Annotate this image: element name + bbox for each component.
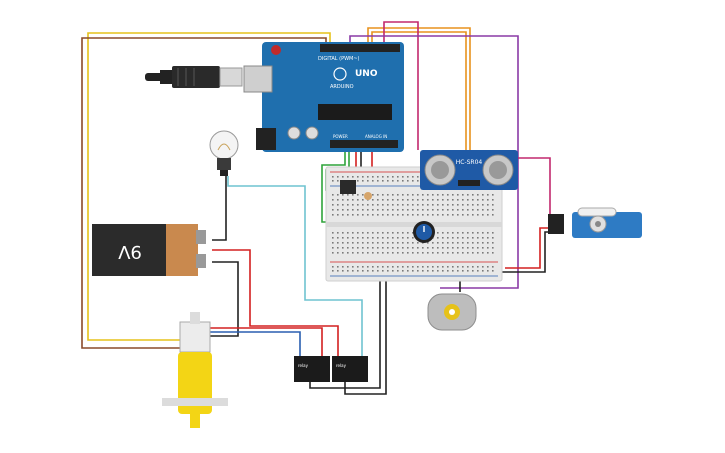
board-brand-label: ARDUINO [330,84,354,90]
small-sensor-module[interactable] [340,180,372,200]
breadboard[interactable] [325,166,503,282]
relay-2-label: relay [336,363,347,368]
wire-black-relay-2[interactable] [344,268,387,395]
wire-black-bulb[interactable] [212,176,227,241]
servo-motor[interactable] [548,207,642,238]
wire-orange-2[interactable] [371,31,467,150]
light-bulb[interactable] [209,130,239,176]
power-header-label: POWER [333,134,348,139]
wire-black-battery[interactable] [208,261,239,337]
wire-red-motor[interactable] [210,327,323,360]
wire-red-battery[interactable] [212,249,339,360]
wire-purple[interactable] [349,35,519,289]
wire-yellow[interactable] [87,32,331,341]
wire-cyan[interactable] [227,176,363,362]
wire-red-servo[interactable] [505,227,552,269]
relay-1-label: relay [298,363,309,368]
usb-cable[interactable] [145,66,243,88]
relay-1[interactable]: relay [294,356,330,382]
wire-black-servo[interactable] [495,231,552,273]
sensor-label: HC-SR04 [456,159,483,166]
board-model-label: UNO [355,69,378,79]
battery-label: 9V [117,241,141,262]
digital-header-label: DIGITAL (PWM~) [318,56,360,62]
dc-motor[interactable] [427,293,477,331]
battery-9v[interactable]: 9V [92,224,206,276]
wire-blue-motor[interactable] [210,331,301,360]
potentiometer[interactable] [413,221,435,243]
ultrasonic-sensor[interactable]: HC-SR04 [420,150,518,190]
wire-magenta[interactable] [383,21,419,150]
relay-2[interactable]: relay [332,356,368,382]
gear-motor[interactable] [162,312,228,428]
analog-header-label: ANALOG IN [365,134,387,139]
wire-brown[interactable] [81,37,327,349]
breadboard-holes [332,176,494,272]
arduino-uno[interactable]: DIGITAL (PWM~) UNO ARDUINO POWER ANALOG … [243,42,404,152]
arduino-logo-icon [333,67,347,81]
